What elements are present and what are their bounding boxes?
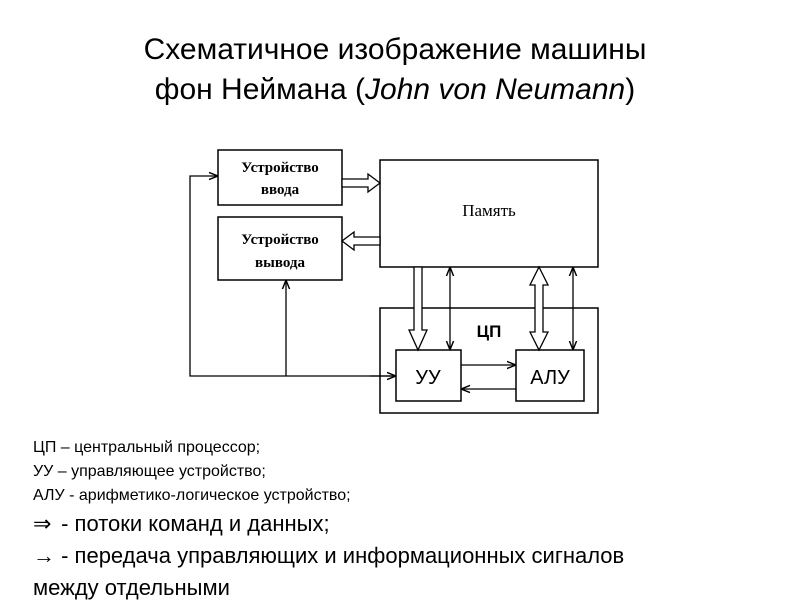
output-device-box [217, 216, 343, 281]
alu-label: АЛУ [530, 367, 570, 389]
single-arrow-icon: → [33, 543, 55, 568]
title-line-1: Схематичное изображение машины [143, 33, 647, 66]
input-device-label-2: ввода [261, 182, 300, 198]
title-line-2-suffix: ) [625, 73, 636, 106]
legend-item-single-arrow: → - передача управляющих и информационны… [33, 540, 793, 572]
title-line-2: фон Неймана (John von Neumann) [0, 70, 790, 110]
double-arrow-input-to-memory [341, 172, 382, 194]
alu-box [515, 349, 585, 402]
legend-item-control-unit: УУ – управляющее устройство; [33, 463, 266, 480]
title-line-2-italic: John von Neumann [365, 73, 626, 106]
memory-box [379, 159, 599, 268]
output-device-label-1: Устройство [241, 232, 319, 248]
legend-double-arrow-text: - потоки команд и данных; [55, 511, 330, 536]
legend-single-arrow-text-cont: между отдельными [33, 575, 230, 600]
double-arrow-icon: ⇒ [33, 511, 52, 536]
arrow-control-to-input [189, 176, 396, 377]
cpu-label: ЦП [477, 322, 502, 341]
control-unit-label: УУ [415, 367, 441, 389]
double-arrow-memory-to-output [340, 230, 381, 252]
title-line-2-prefix: фон Неймана ( [154, 73, 366, 106]
input-device-label-1: Устройство [241, 160, 319, 176]
double-arrow-memory-alu [528, 265, 550, 352]
double-arrow-memory-to-control [407, 266, 429, 352]
legend: ЦП – центральный процессор; УУ – управля… [33, 436, 793, 604]
output-device-label-2: вывода [255, 255, 305, 271]
legend-item-double-arrow: ⇒ - потоки команд и данных; [33, 508, 793, 540]
legend-item-cpu: ЦП – центральный процессор; [33, 439, 261, 456]
control-unit-box [395, 349, 462, 402]
legend-item-alu: АЛУ - арифметико-логическое устройство; [33, 487, 351, 504]
memory-label: Память [462, 201, 516, 220]
legend-single-arrow-text: - передача управляющих и информационных … [55, 543, 625, 568]
slide-title: Схематичное изображение машины фон Нейма… [0, 30, 790, 110]
input-device-box [217, 149, 343, 206]
